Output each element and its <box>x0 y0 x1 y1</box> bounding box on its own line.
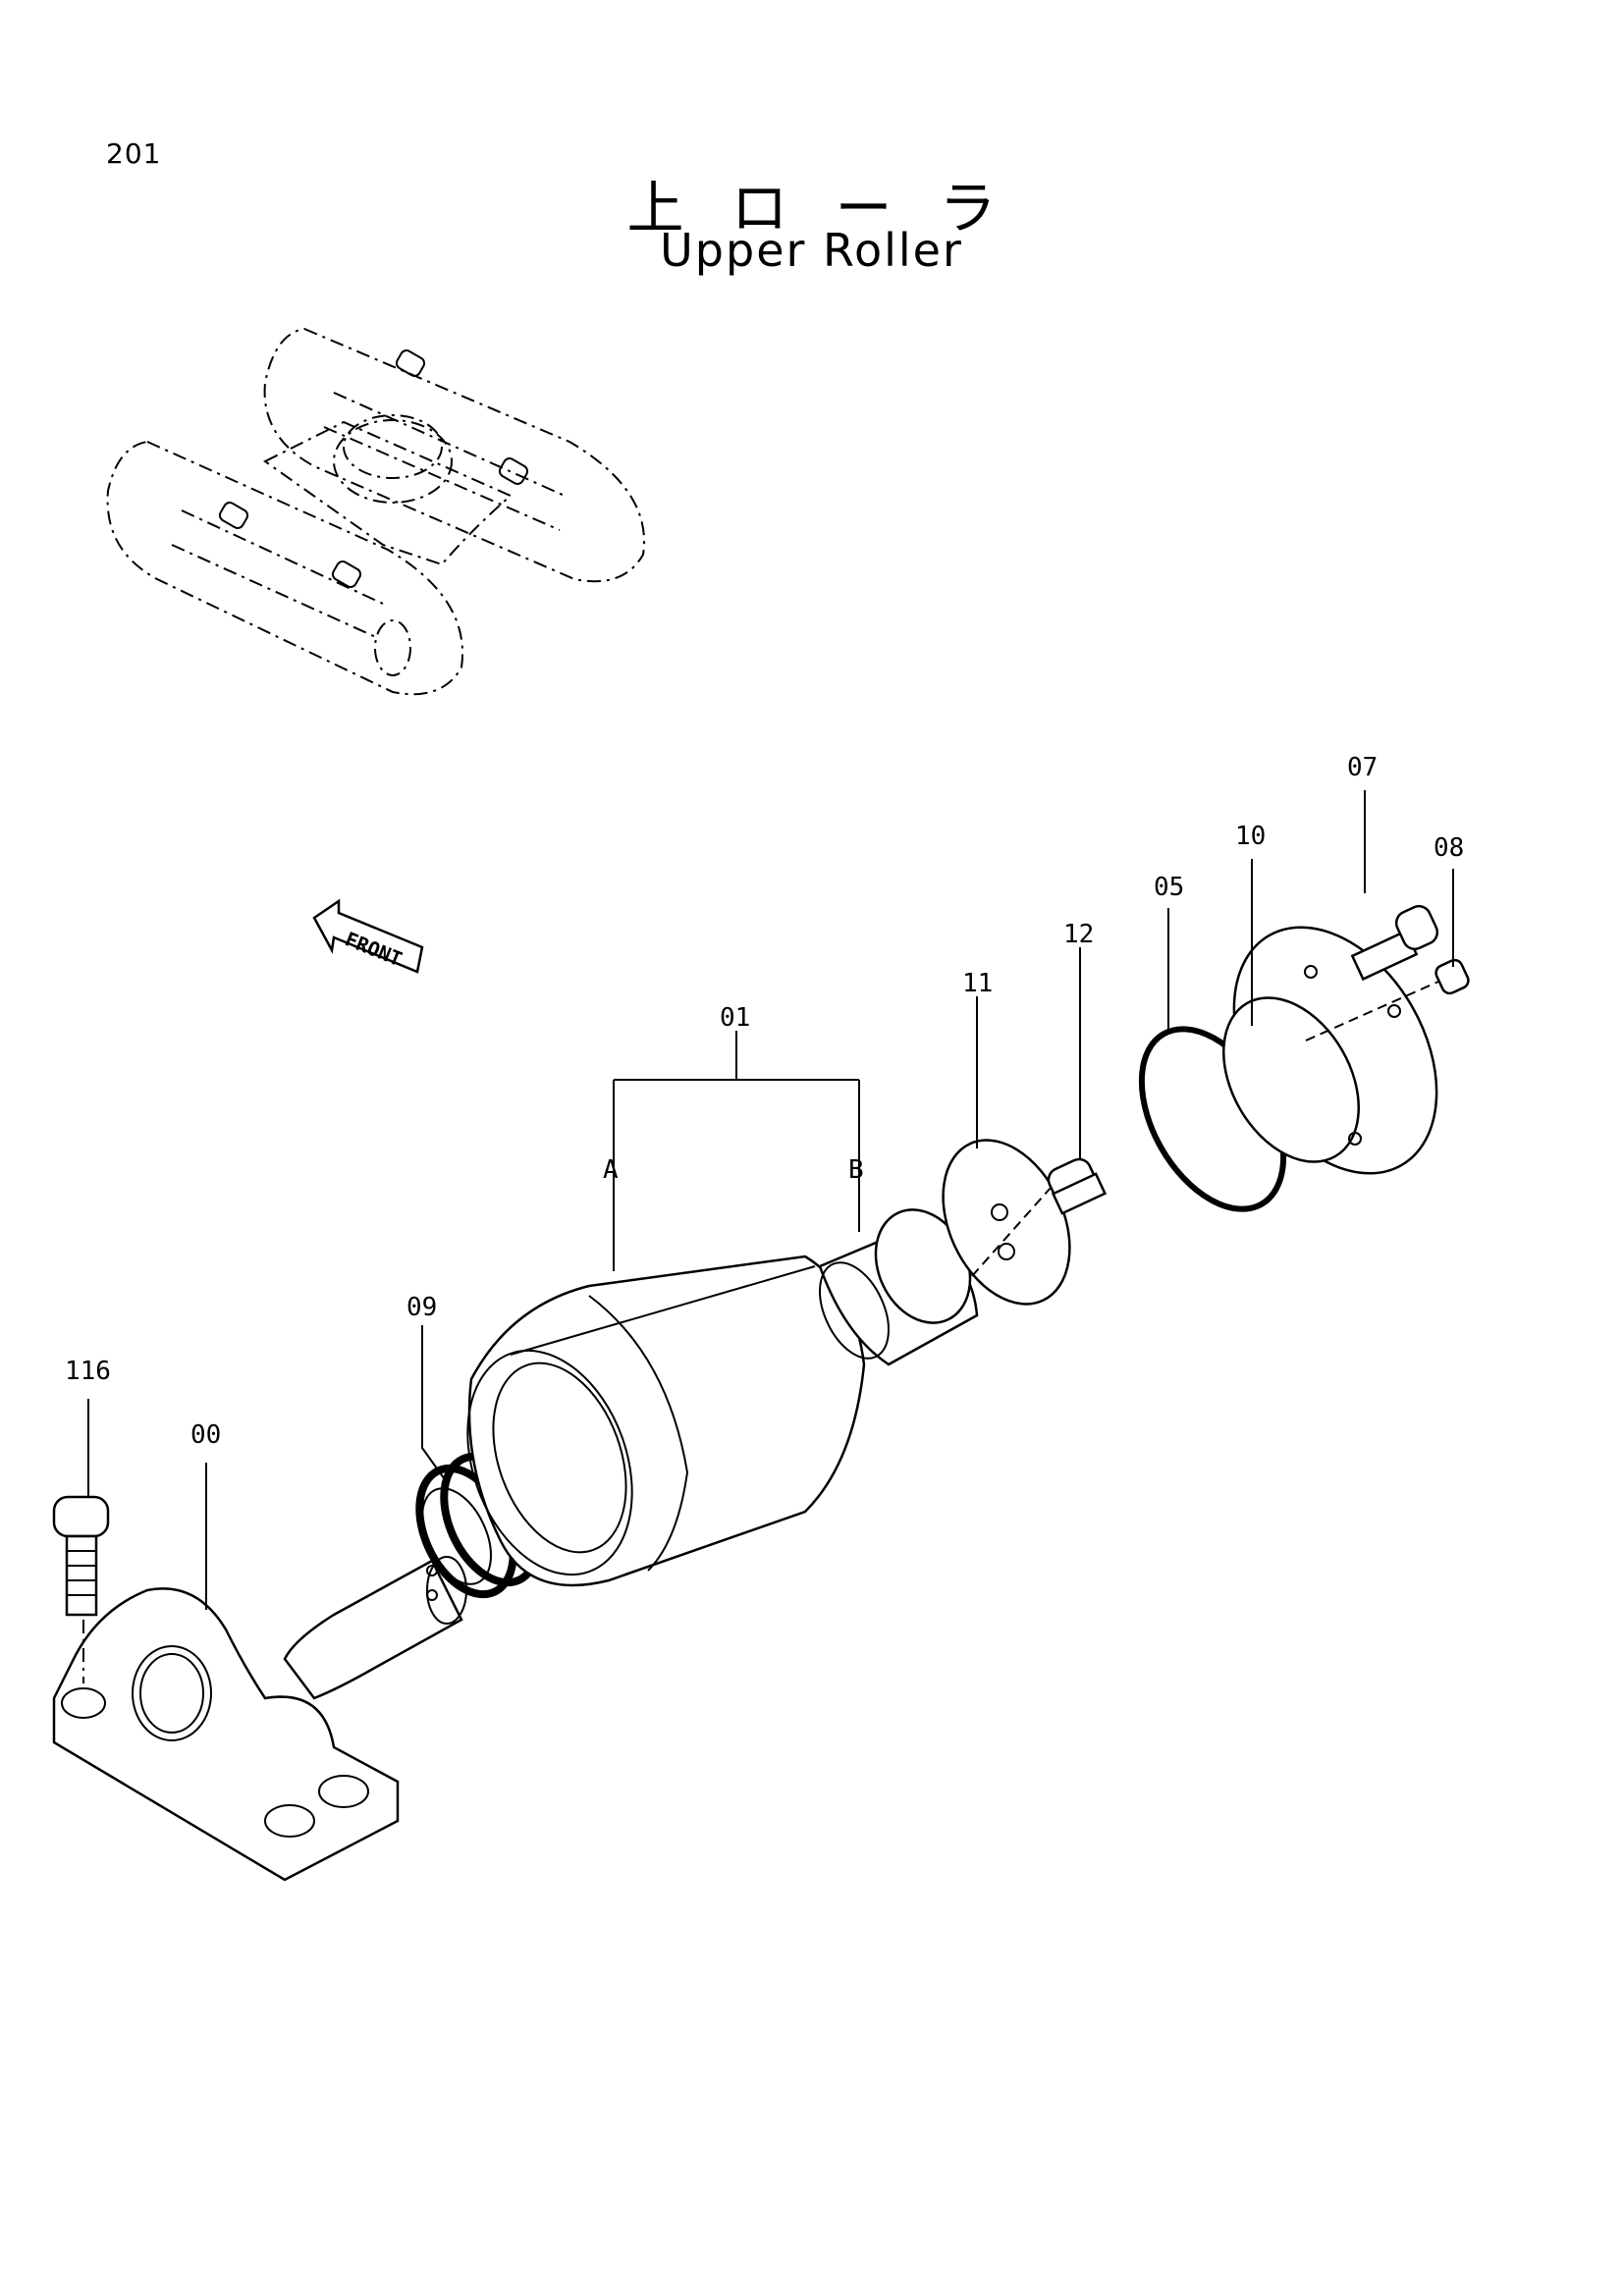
part-bushing-b <box>818 1208 979 1366</box>
callout-b: B <box>848 1155 864 1185</box>
callout-00: 00 <box>190 1420 221 1450</box>
callout-a: A <box>603 1155 619 1185</box>
part-bracket-00 <box>52 1556 467 1882</box>
page-number: 201 <box>106 137 162 170</box>
part-bolt-07 <box>1350 904 1439 982</box>
part-bolt-12 <box>971 1157 1108 1277</box>
title-japanese: 上ローラ <box>626 175 1044 241</box>
callout-01: 01 <box>720 1003 750 1033</box>
overview-roller-1 <box>218 502 249 529</box>
part-bolt-116 <box>52 1495 110 1683</box>
title-english: Upper Roller <box>660 224 963 277</box>
callout-labels: 01 A B 07 10 08 05 12 11 09 116 00 <box>65 753 1464 1450</box>
callout-12: 12 <box>1063 920 1094 949</box>
front-arrow: FRONT <box>312 898 424 974</box>
part-roller-01 <box>466 1255 866 1587</box>
callout-09: 09 <box>406 1293 437 1322</box>
leader-lines <box>87 790 1454 1610</box>
callout-10: 10 <box>1235 822 1266 851</box>
part-plug-08 <box>1305 958 1470 1041</box>
callout-07: 07 <box>1347 753 1378 782</box>
undercarriage-overview <box>106 327 645 696</box>
callout-116: 116 <box>65 1357 111 1386</box>
callout-11: 11 <box>962 969 993 998</box>
overview-roller-4 <box>498 457 529 485</box>
overview-roller-3 <box>395 349 426 377</box>
callout-08: 08 <box>1434 833 1464 863</box>
overview-roller-2 <box>331 561 362 588</box>
part-cover-10 <box>1222 926 1438 1175</box>
callout-05: 05 <box>1154 873 1184 902</box>
